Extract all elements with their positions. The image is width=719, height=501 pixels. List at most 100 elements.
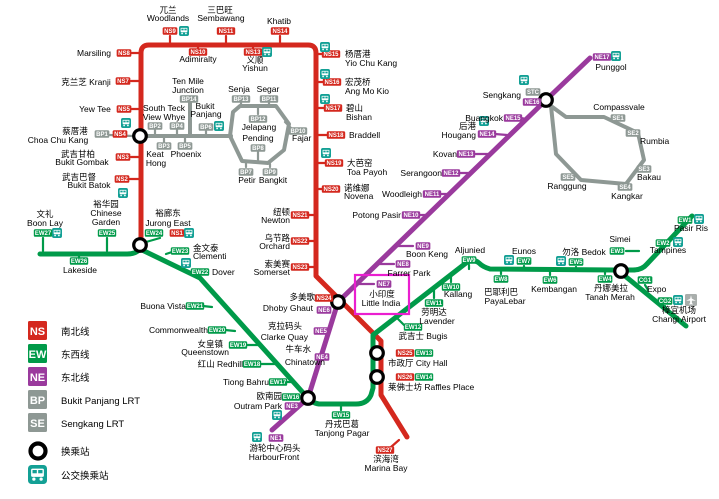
dhoby-ghaut-interchange[interactable] [330, 294, 346, 310]
svg-text:BP10: BP10 [290, 129, 306, 135]
svg-text:EW8: EW8 [494, 277, 508, 283]
station-label: Woodleigh [382, 189, 422, 199]
station-label: 勿洛 Bedok [562, 247, 606, 257]
jurong-east-interchange[interactable] [132, 237, 148, 253]
badge-BP11: BP11 [259, 95, 279, 103]
outram-park-interchange[interactable] [300, 390, 316, 406]
tanah-merah-interchange[interactable] [613, 263, 629, 279]
legend-code: SE [30, 418, 45, 430]
badge-NE9: NE9 [415, 242, 431, 250]
choa-chu-kang-interchange[interactable] [132, 128, 148, 144]
city-hall-interchange[interactable] [369, 345, 385, 361]
station-label: Tanah Merah [585, 292, 635, 302]
sengkang-interchange[interactable] [538, 92, 554, 108]
raffles-place-interchange[interactable] [369, 369, 385, 385]
legend-label: Bukit Panjang LRT [61, 396, 140, 407]
svg-text:NS21: NS21 [292, 213, 308, 219]
